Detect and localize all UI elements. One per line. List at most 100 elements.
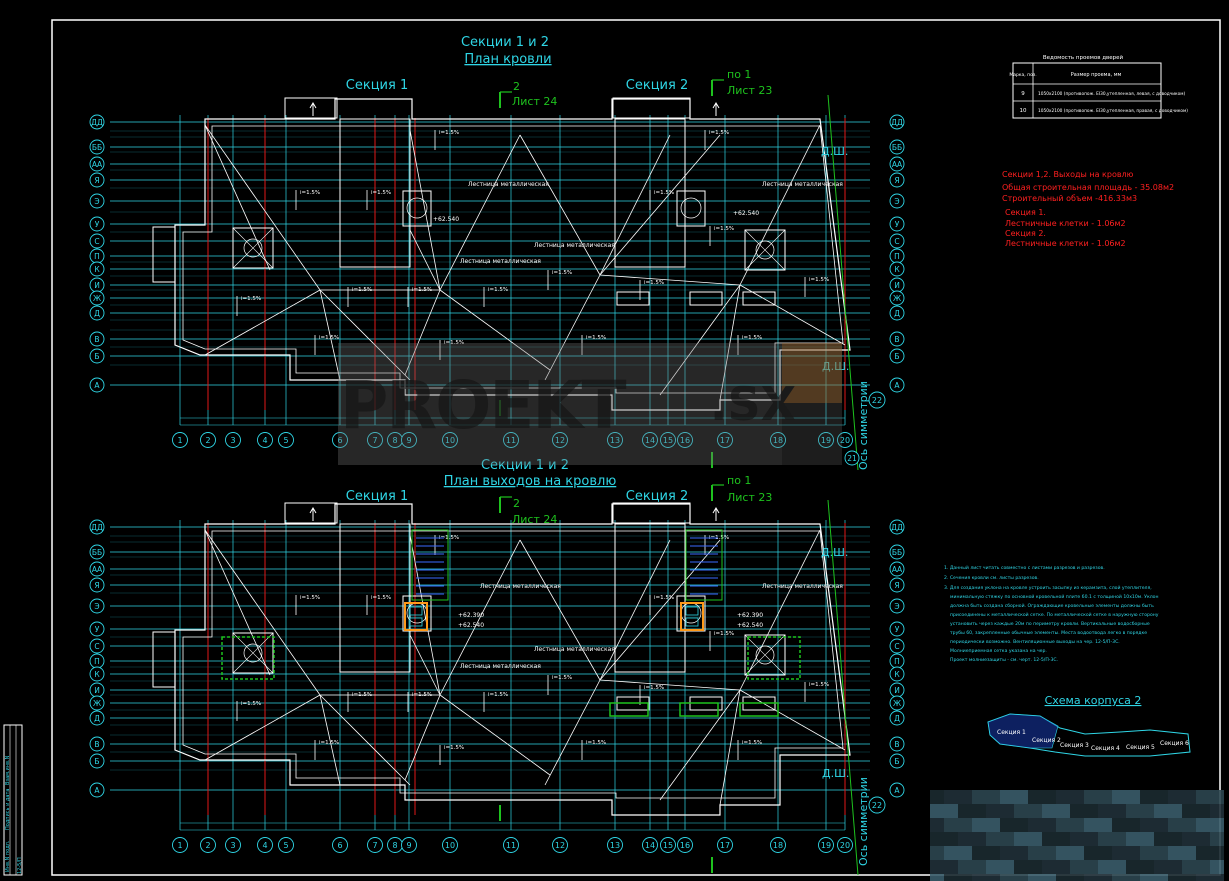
row-axis-bubble (89, 519, 105, 535)
bottom-ref-list24: Лист 24 (512, 513, 557, 526)
col-axis-label: 10 (445, 841, 455, 850)
blur-pixel (1154, 818, 1168, 832)
up-arrow-head (309, 507, 317, 514)
blur-pixel (1000, 874, 1014, 881)
blur-pixel (1154, 804, 1168, 818)
vent-cross (232, 632, 274, 674)
row-axis-label: С (894, 642, 899, 651)
row-axis-bubble (89, 139, 105, 155)
slope-label: i=1.5% (809, 277, 829, 283)
stair-shaft (411, 529, 449, 601)
slope-label: i=1.5% (714, 226, 734, 232)
col-axis-bubble (401, 837, 417, 853)
blur-pixel (1112, 860, 1126, 874)
bottom-title-2: План выходов на кровлю (444, 474, 617, 489)
vent-box (744, 229, 786, 271)
top-title-2: План кровли (464, 52, 551, 67)
vent-box (232, 227, 274, 269)
blur-pixel (1070, 818, 1084, 832)
slope-label: i=1.5% (654, 595, 674, 601)
row-axis-label: Я (894, 581, 899, 590)
row-axis-bubble (889, 621, 905, 637)
col-axis-label: 13 (610, 841, 620, 850)
row-axis-bubble (89, 598, 105, 614)
row-axis-bubble (89, 695, 105, 711)
col-axis-label: 1 (177, 841, 182, 850)
col-axis-label: 16 (680, 436, 690, 445)
col-axis-bubble (172, 432, 188, 448)
scheme-s5: Секция 5 (1126, 744, 1155, 751)
col-axis-bubble (278, 432, 294, 448)
row-axis-bubble (889, 666, 905, 682)
blur-pixel (958, 846, 972, 860)
roof-slope-line (439, 134, 521, 291)
blur-pixel (1042, 790, 1056, 804)
blur-pixel (1154, 860, 1168, 874)
col-axis-bubble (770, 837, 786, 853)
roof-slope-line (204, 124, 271, 271)
blur-pixel (1084, 874, 1098, 881)
blur-pixel (1084, 832, 1098, 846)
exit-hatch-inner (685, 617, 699, 627)
exit-box (612, 502, 691, 524)
row-axis-label: АА (892, 565, 903, 574)
col-axis-label: 9 (406, 436, 411, 445)
roof-slope-line (319, 694, 341, 786)
blur-pixel (1168, 874, 1182, 881)
col-axis-label: 18 (773, 436, 783, 445)
symmetry-line (827, 499, 859, 876)
col-axis-bubble (552, 432, 568, 448)
blur-pixel (930, 804, 944, 818)
blur-pixel (1112, 804, 1126, 818)
building-outline (174, 98, 851, 411)
col-axis-label: 13 (610, 436, 620, 445)
row-axis-bubble (89, 172, 105, 188)
shaft-circle (406, 197, 428, 219)
roof-slope-line (409, 534, 441, 696)
slope-label: i=1.5% (371, 595, 391, 601)
blur-pixel (930, 790, 944, 804)
blur-pixel (1084, 790, 1098, 804)
roof-slope-line (599, 539, 671, 681)
bottom-mark-2: +62.540 (458, 622, 484, 629)
blur-pixel (1014, 874, 1028, 881)
blur-pixel (1126, 860, 1140, 874)
blur-pixel (1028, 860, 1042, 874)
row-axis-bubble (889, 753, 905, 769)
row-axis-label: ДД (891, 118, 903, 127)
exit-hatch-inner (409, 617, 423, 627)
blur-pixel (1126, 804, 1140, 818)
blur-pixel (972, 818, 986, 832)
col-axis-label: 17 (720, 841, 730, 850)
row-axis-bubble (889, 233, 905, 249)
col-axis-bubble (642, 837, 658, 853)
up-arrow-head (712, 507, 720, 514)
top-ref-2: 2 (513, 80, 520, 93)
row-axis-label: С (94, 642, 99, 651)
blur-pixel (1098, 790, 1112, 804)
blur-pixel (972, 860, 986, 874)
top-mark-2: +62.540 (733, 210, 759, 217)
col-axis-bubble (442, 837, 458, 853)
vent-circle (755, 240, 775, 260)
blur-pixel (1154, 874, 1168, 881)
blur-pixel (1182, 832, 1196, 846)
row-axis-bubble (889, 290, 905, 306)
blur-pixel (1112, 832, 1126, 846)
row-axis-label: У (895, 220, 900, 229)
stamp-frame (3, 724, 23, 876)
col-axis-label: 6 (337, 436, 342, 445)
blur-pixel (1098, 860, 1112, 874)
stair-block (339, 523, 411, 673)
row-axis-label: В (894, 740, 899, 749)
col-axis-bubble (172, 837, 188, 853)
roof-slope-line (404, 289, 441, 376)
blur-pixel (1112, 818, 1126, 832)
col-axis-bubble (677, 837, 693, 853)
blur-pixel (1196, 790, 1210, 804)
shaft-box (676, 190, 706, 227)
row-axis-bubble (889, 544, 905, 560)
row-axis-label: А (94, 786, 100, 795)
blur-pixel (986, 874, 1000, 881)
